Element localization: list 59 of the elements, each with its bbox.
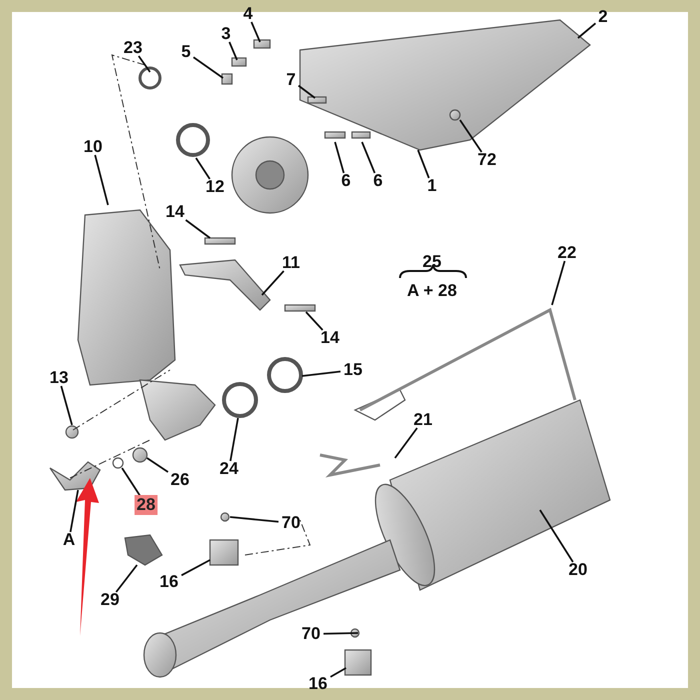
leader-line xyxy=(146,457,168,473)
callout-number: 13 xyxy=(48,368,70,388)
callout-number: 25 xyxy=(422,252,442,272)
callout-number: 15 xyxy=(342,360,364,380)
leader-line xyxy=(185,219,211,239)
callout-number: 70 xyxy=(300,624,322,644)
leader-line xyxy=(121,468,142,498)
leader-line xyxy=(305,311,324,331)
callout-number: 14 xyxy=(164,202,186,222)
callout-number: 28 xyxy=(134,495,158,515)
note-text: A + 28 xyxy=(406,281,458,301)
leader-line xyxy=(195,158,211,180)
leader-line xyxy=(394,427,418,459)
leader-line xyxy=(539,510,574,562)
callout-number: 22 xyxy=(556,243,578,263)
callout-number: 12 xyxy=(204,177,226,197)
callout-number: 20 xyxy=(566,560,590,580)
callout-number: 26 xyxy=(168,470,192,490)
leader-line xyxy=(577,22,596,39)
callout-number: 72 xyxy=(476,150,498,170)
leader-line xyxy=(417,150,430,178)
callout-number: 24 xyxy=(218,459,240,479)
leader-line xyxy=(323,632,358,635)
leader-line xyxy=(138,55,151,73)
callout-number: 5 xyxy=(179,42,193,62)
leader-line xyxy=(334,142,345,174)
callout-number: 4 xyxy=(241,4,255,24)
callout-number: 16 xyxy=(158,572,180,592)
callout-number: 21 xyxy=(412,410,434,430)
leader-line xyxy=(181,559,210,576)
callout-number: 16 xyxy=(306,674,330,694)
leader-line xyxy=(228,42,238,60)
leader-line xyxy=(192,56,224,79)
leader-line xyxy=(261,270,284,296)
callout-number: 6 xyxy=(339,171,353,191)
leader-line xyxy=(330,667,346,678)
callout-number: 14 xyxy=(318,328,342,348)
leader-line xyxy=(60,386,73,426)
leader-line xyxy=(230,418,239,462)
callout-number: 2 xyxy=(596,7,610,27)
callout-number: 10 xyxy=(82,137,104,157)
leader-line xyxy=(361,142,376,174)
callout-number: 70 xyxy=(280,513,302,533)
callout-number: 7 xyxy=(284,70,298,90)
callout-number: 6 xyxy=(371,171,385,191)
leader-line xyxy=(298,84,316,99)
leader-line xyxy=(250,22,261,42)
callout-number: A xyxy=(60,530,78,550)
callout-number: 3 xyxy=(219,24,233,44)
leader-line xyxy=(94,154,109,206)
leader-line xyxy=(70,490,79,532)
leader-line xyxy=(302,370,341,377)
callout-number: 23 xyxy=(122,38,144,58)
leader-line xyxy=(230,516,279,523)
callout-number: 1 xyxy=(425,176,439,196)
callout-number: 11 xyxy=(280,253,302,273)
leader-line xyxy=(551,260,566,306)
callout-number: 29 xyxy=(98,590,122,610)
leader-line xyxy=(115,564,138,593)
